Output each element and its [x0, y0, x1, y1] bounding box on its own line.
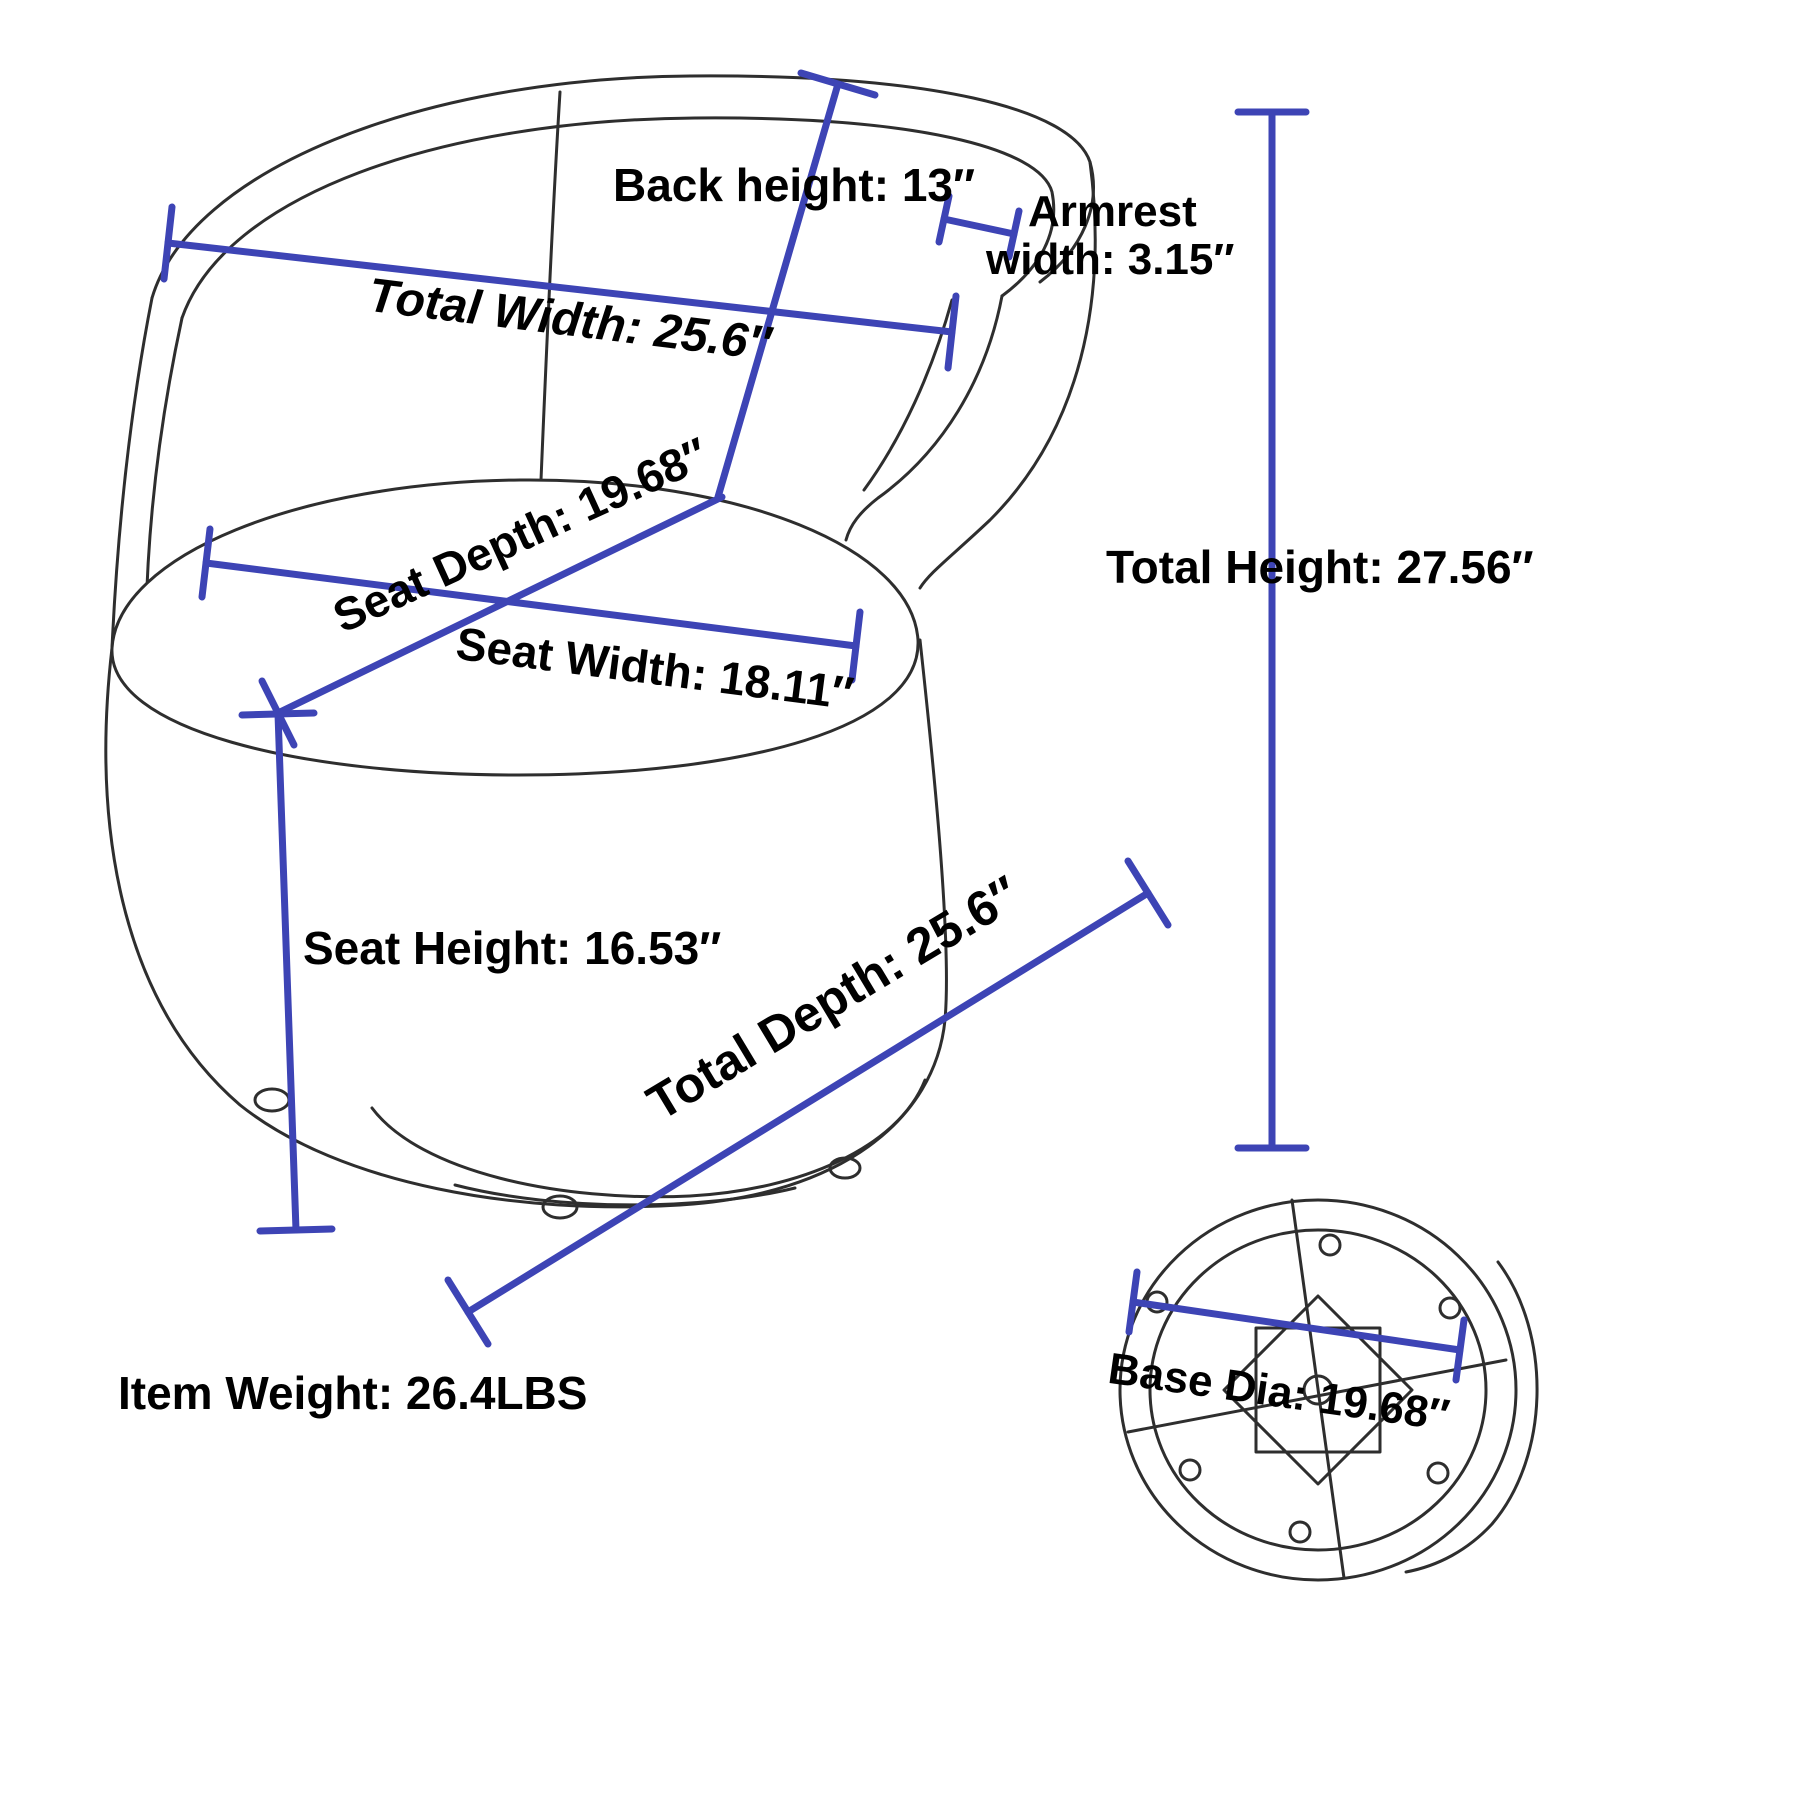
- base-bolt: [1178, 1458, 1202, 1482]
- chair-body: [104, 638, 948, 1209]
- base-spoke-vertical: [1290, 1198, 1346, 1580]
- chair-arm-inner-edge: [844, 294, 1004, 542]
- base-side-rim: [1404, 1260, 1539, 1574]
- chair-arm-outer-edge: [918, 160, 1097, 590]
- base-inner-ring: [1148, 1228, 1488, 1552]
- chair-back-inner-rim: [180, 116, 1056, 320]
- dimension-line-base-dia: [1125, 1268, 1468, 1384]
- chair-back-left-edge: [110, 296, 154, 650]
- base-outer-ring: [1118, 1198, 1518, 1582]
- dimension-line-back-height: [714, 69, 879, 501]
- base-bolt: [1318, 1233, 1342, 1257]
- base-bolt: [1426, 1461, 1450, 1485]
- dimension-line-seat-height: [238, 709, 336, 1235]
- base-center-bearing: [1302, 1374, 1334, 1406]
- dimension-line-seat-width: [198, 525, 864, 684]
- base-bolt: [1288, 1520, 1312, 1544]
- label-armrest-width: Armrest width: 3.15″: [986, 188, 1234, 283]
- label-total-height: Total Height: 27.56″: [1106, 541, 1534, 593]
- base-top-view: [1118, 1198, 1539, 1582]
- label-armrest-width-line2: width: 3.15″: [986, 234, 1235, 284]
- chair-seat-cushion: [110, 478, 920, 777]
- dimension-line-total-height: [1234, 108, 1310, 1152]
- label-back-height: Back height: 13″: [613, 159, 976, 211]
- chair-base-plate: [453, 1183, 797, 1207]
- label-item-weight: Item Weight: 26.4LBS: [118, 1367, 588, 1419]
- label-seat-height: Seat Height: 16.53″: [303, 922, 722, 974]
- dimension-line-total-width: [160, 203, 960, 372]
- dimension-line-armrest-width: [935, 192, 1023, 261]
- dimension-line-total-depth: [444, 857, 1172, 1348]
- label-armrest-width-line1: Armrest: [1028, 187, 1197, 236]
- base-bolt: [1438, 1296, 1462, 1320]
- base-spoke-horizontal: [1126, 1358, 1508, 1434]
- base-swivel-plate-rotated: [1222, 1294, 1414, 1486]
- chair-back-inner-left-edge: [144, 316, 184, 620]
- chair-base-ring: [370, 1078, 927, 1199]
- chair-foot: [541, 1194, 579, 1220]
- chair-foot: [828, 1156, 862, 1180]
- chair-back-right-seam: [862, 298, 954, 492]
- chair-illustration: [104, 74, 1097, 1220]
